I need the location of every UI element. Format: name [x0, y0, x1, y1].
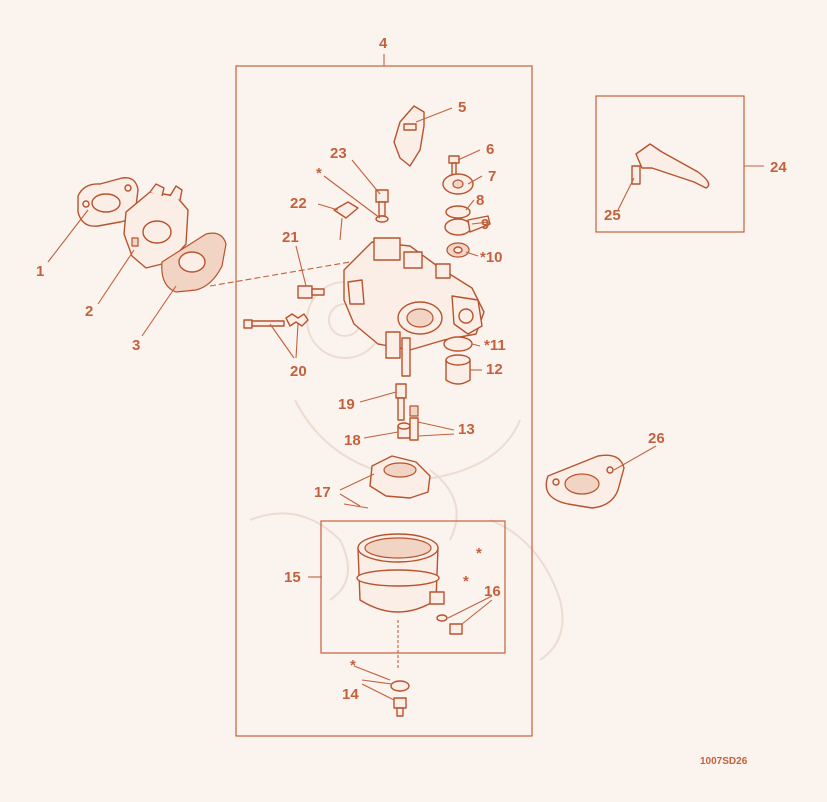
- part-17-float: [343, 455, 431, 509]
- part-22: [333, 201, 359, 241]
- callout-20: 20: [290, 363, 307, 380]
- callout-15: 15: [284, 569, 301, 586]
- callout-5: 5: [458, 99, 466, 116]
- callout-24: 24: [770, 159, 787, 176]
- diagram-code: 1007SD26: [700, 756, 748, 767]
- callout-7: 7: [488, 168, 496, 185]
- part-6-screw: [448, 155, 460, 176]
- callout-10: *10: [480, 249, 503, 266]
- part-26-gasket: [545, 454, 625, 509]
- part-12: [445, 354, 471, 385]
- callout-2: 2: [85, 303, 93, 320]
- part-19: [395, 383, 407, 421]
- part-14: [390, 680, 410, 717]
- callout-25: 25: [604, 207, 621, 224]
- leader-lines: [47, 54, 764, 701]
- callout-14: 14: [342, 686, 359, 703]
- asterisk-16: *: [463, 573, 469, 590]
- carburetor-body: [343, 237, 485, 377]
- part-21-screw: [297, 285, 325, 299]
- part-25-lever: [631, 143, 710, 189]
- callout-9: 9: [481, 216, 489, 233]
- callout-1: 1: [36, 263, 44, 280]
- callout-8: 8: [476, 192, 484, 209]
- callout-12: 12: [486, 361, 503, 378]
- callout-11: *11: [484, 337, 506, 354]
- asterisk-15: *: [476, 545, 482, 562]
- part-7-plate: [442, 173, 474, 195]
- callout-26: 26: [648, 430, 665, 447]
- part-23-jet: [375, 189, 389, 223]
- callout-21: 21: [282, 229, 299, 246]
- part-8-washer: [445, 205, 471, 219]
- callout-numbers: 1 2 3 4 5 6 7 8 9 *10 *11 12 13 14 15 16…: [36, 35, 787, 767]
- callout-19: 19: [338, 396, 355, 413]
- callout-6: 6: [486, 141, 494, 158]
- float-bowl-box: [320, 520, 506, 654]
- callout-22: 22: [290, 195, 307, 212]
- carburetor-assembly-box: [235, 65, 533, 737]
- part-20: [243, 313, 309, 329]
- part-15-float-bowl: [356, 533, 445, 670]
- asterisk-14: *: [350, 657, 356, 674]
- part-3-gasket: [161, 232, 227, 293]
- asterisk-23: *: [316, 165, 322, 182]
- part-10-seal: [446, 242, 470, 258]
- callout-16: 16: [484, 583, 501, 600]
- callout-17: 17: [314, 484, 331, 501]
- part-9: [444, 215, 491, 236]
- callout-18: 18: [344, 432, 361, 449]
- callout-3: 3: [132, 337, 140, 354]
- callout-23: 23: [330, 145, 347, 162]
- part-18: [397, 422, 411, 439]
- part-5: [393, 105, 425, 167]
- gasket-link-line: [209, 261, 351, 287]
- part-13: [409, 405, 419, 441]
- callout-4: 4: [379, 35, 388, 52]
- callout-13: 13: [458, 421, 475, 438]
- part-16: [436, 614, 463, 635]
- part-11-o-ring: [443, 336, 473, 352]
- part-1-gasket: [77, 177, 139, 227]
- lever-box: [595, 95, 745, 233]
